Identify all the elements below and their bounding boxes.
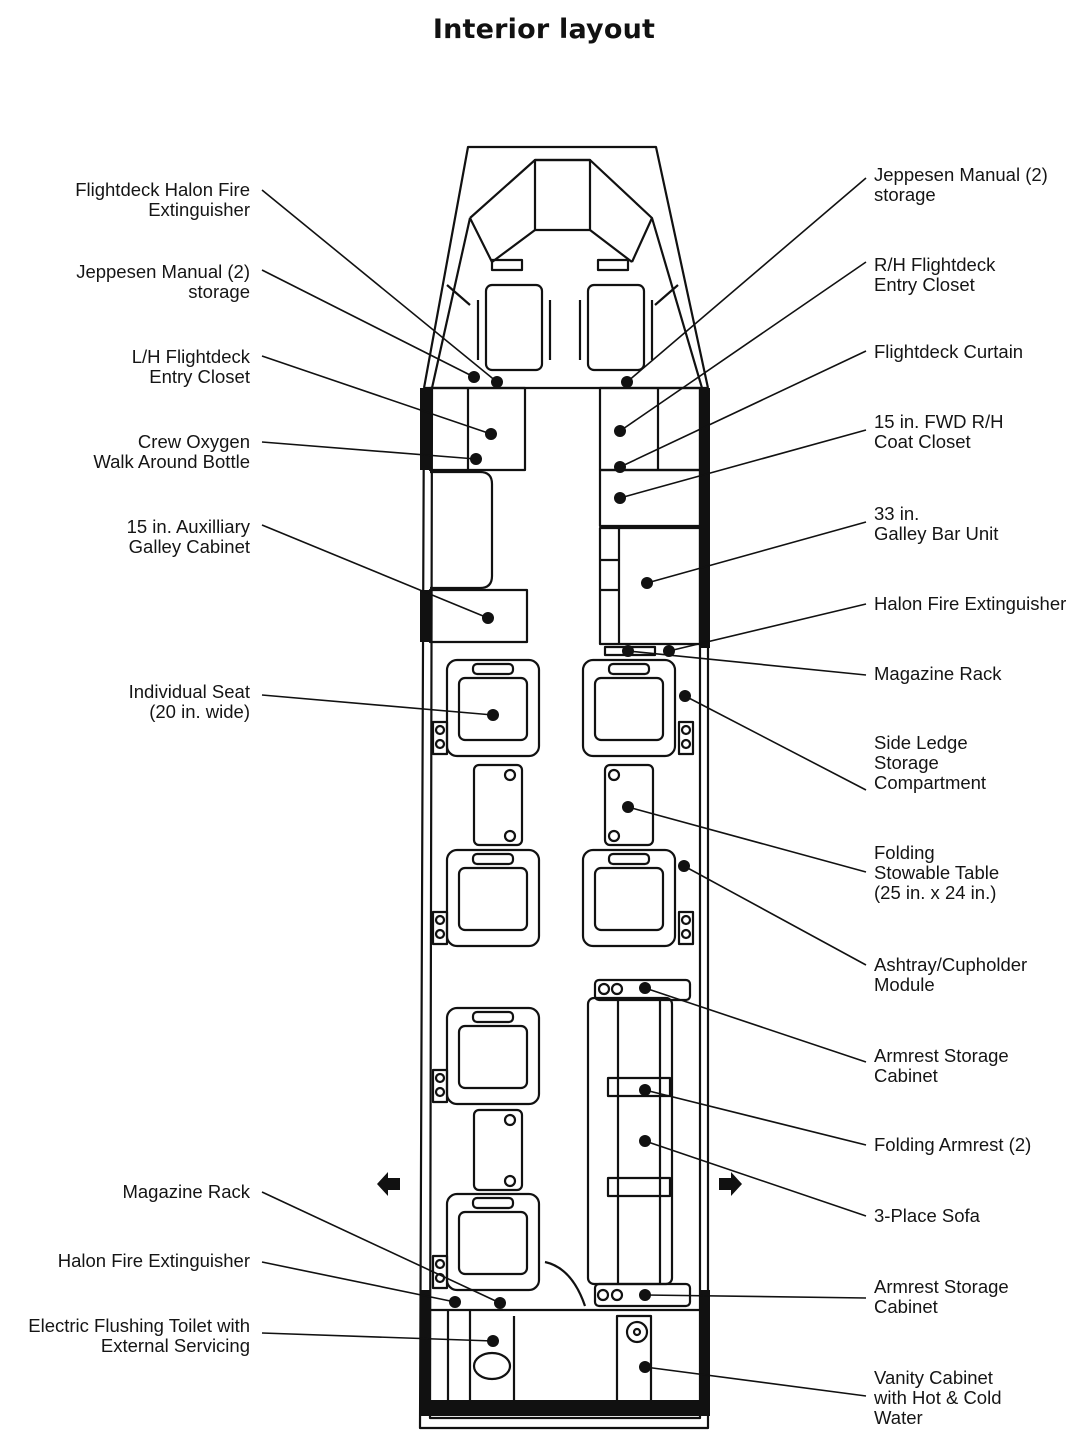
fwd-rh-coat-closet-label: 15 in. FWD R/H Coat Closet	[874, 411, 1004, 452]
halon-fire-extinguisher-aft-leader	[261, 1261, 456, 1303]
three-place-sofa-dot	[639, 1135, 651, 1147]
leader-lines	[261, 177, 867, 1397]
cockpit-outline	[422, 145, 710, 389]
rh-flightdeck-entry-closet-dot	[614, 425, 626, 437]
flightdeck-curtain-label: Flightdeck Curtain	[874, 341, 1024, 362]
electric-flushing-toilet-leader	[261, 1332, 494, 1342]
ashtray-cupholder-module-dot	[678, 860, 690, 872]
magazine-rack-fwd-leader	[627, 650, 867, 676]
vanity-cabinet-leader	[644, 1366, 867, 1397]
armrest-storage-cabinet-fwd-dot	[639, 982, 651, 994]
jeppesen-manual-storage-left-label: Jeppesen Manual (2) storage	[76, 261, 250, 302]
halon-fire-extinguisher-fwd-label: Halon Fire Extinguisher	[874, 593, 1067, 614]
side-ledge-storage-label: Side Ledge Storage Compartment	[874, 732, 987, 793]
flightdeck-halon-fire-extinguisher-leader	[261, 189, 498, 383]
folding-stowable-table-leader	[627, 806, 867, 873]
flightdeck-curtain-leader	[619, 350, 867, 468]
electric-flushing-toilet-dot	[487, 1335, 499, 1347]
wall-fills	[420, 388, 710, 1416]
individual-seat-shape	[431, 658, 541, 758]
exit-left-arrow-icon	[377, 1172, 400, 1196]
auxiliary-galley-cabinet-label: 15 in. Auxilliary Galley Cabinet	[126, 516, 250, 557]
magazine-rack-aft-dot	[494, 1297, 506, 1309]
electric-flushing-toilet-label: Electric Flushing Toilet with External S…	[28, 1315, 250, 1356]
auxiliary-galley-cabinet-leader	[261, 524, 489, 619]
halon-fire-extinguisher-fwd-dot	[663, 645, 675, 657]
exit-arrows	[377, 1172, 742, 1196]
folding-stowable-table-dot	[622, 801, 634, 813]
lh-flightdeck-entry-closet-leader	[261, 355, 492, 435]
jeppesen-manual-storage-right-label: Jeppesen Manual (2) storage	[874, 164, 1048, 205]
three-place-sofa-shape	[586, 978, 692, 1308]
individual-seat-leader	[261, 694, 494, 716]
folding-armrest-dot	[639, 1084, 651, 1096]
three-place-sofa-label: 3-Place Sofa	[874, 1205, 980, 1226]
jeppesen-manual-storage-left-leader	[261, 269, 475, 378]
rh-flightdeck-entry-closet-label: R/H Flightdeck Entry Closet	[874, 254, 996, 295]
galley-bar-unit-dot	[641, 577, 653, 589]
auxiliary-galley-cabinet-dot	[482, 612, 494, 624]
diagram-title: Interior layout	[432, 14, 656, 45]
side-ledge-storage-leader	[684, 695, 867, 791]
crew-oxygen-walk-around-bottle-dot	[470, 453, 482, 465]
folding-stowable-table-shape	[603, 763, 655, 847]
magazine-rack-fwd-dot	[622, 645, 634, 657]
fwd-rh-coat-closet-dot	[614, 492, 626, 504]
side-ledge-storage-dot	[679, 690, 691, 702]
individual-seat-shape	[581, 658, 695, 758]
lh-galley-shape	[430, 470, 494, 590]
individual-seat-shape	[581, 848, 695, 948]
pilot-seat-left	[476, 258, 552, 372]
galley-bar-unit-label: 33 in. Galley Bar Unit	[874, 503, 999, 544]
fwd-rh-coat-closet-leader	[619, 429, 867, 499]
individual-seat-shape	[431, 1192, 541, 1292]
table-left-fwd	[472, 763, 524, 847]
crew-oxygen-walk-around-bottle-leader	[261, 441, 477, 460]
magazine-rack-aft-label: Magazine Rack	[122, 1181, 250, 1202]
pilot-seat-right	[578, 258, 654, 372]
individual-seat-label: Individual Seat (20 in. wide)	[128, 681, 250, 722]
jeppesen-manual-storage-right-dot	[621, 376, 633, 388]
flightdeck-halon-fire-extinguisher-label: Flightdeck Halon Fire Extinguisher	[75, 179, 250, 220]
rh-flightdeck-entry-closet-leader	[619, 261, 867, 432]
armrest-storage-cabinet-aft-label: Armrest Storage Cabinet	[874, 1276, 1009, 1317]
galley-bar-unit-leader	[646, 521, 867, 584]
lh-flightdeck-entry-closet-dot	[485, 428, 497, 440]
magazine-rack-aft-leader	[261, 1191, 501, 1304]
folding-armrest-label: Folding Armrest (2)	[874, 1134, 1032, 1155]
halon-fire-extinguisher-fwd-leader	[668, 603, 867, 652]
magazine-rack-fwd-label: Magazine Rack	[874, 663, 1002, 684]
flightdeck-curtain-dot	[614, 461, 626, 473]
table-left-aft	[472, 1108, 524, 1192]
armrest-storage-cabinet-fwd-label: Armrest Storage Cabinet	[874, 1045, 1009, 1086]
vanity-cabinet-dot	[639, 1361, 651, 1373]
aux-galley-cabinet-shape	[428, 588, 529, 644]
ashtray-cupholder-module-label: Ashtray/Cupholder Module	[874, 954, 1028, 995]
jeppesen-manual-storage-left-dot	[468, 371, 480, 383]
halon-fire-extinguisher-aft-label: Halon Fire Extinguisher	[57, 1250, 250, 1271]
jeppesen-manual-storage-right-leader	[626, 177, 867, 383]
individual-seat-dot	[487, 709, 499, 721]
cabin-seats	[431, 658, 695, 1292]
halon-fire-extinguisher-aft-dot	[449, 1296, 461, 1308]
crew-oxygen-walk-around-bottle-label: Crew Oxygen Walk Around Bottle	[93, 431, 250, 472]
armrest-storage-cabinet-fwd-leader	[644, 987, 867, 1063]
ashtray-cupholder-module-leader	[683, 865, 867, 966]
lh-flightdeck-entry-closet-label: L/H Flightdeck Entry Closet	[131, 346, 250, 387]
three-place-sofa-leader	[644, 1140, 867, 1217]
folding-armrest-leader	[644, 1089, 867, 1146]
armrest-storage-cabinet-aft-leader	[644, 1294, 867, 1299]
exit-right-arrow-icon	[719, 1172, 742, 1196]
toilet-shape	[472, 1351, 512, 1381]
armrest-storage-cabinet-aft-dot	[639, 1289, 651, 1301]
individual-seat-shape	[431, 848, 541, 948]
flightdeck-halon-fire-extinguisher-dot	[491, 376, 503, 388]
callout-dots	[449, 371, 691, 1373]
individual-seat-shape	[431, 1006, 541, 1106]
folding-stowable-table-label: Folding Stowable Table (25 in. x 24 in.)	[874, 842, 1000, 903]
vanity-cabinet-label: Vanity Cabinet with Hot & Cold Water	[874, 1367, 1002, 1428]
